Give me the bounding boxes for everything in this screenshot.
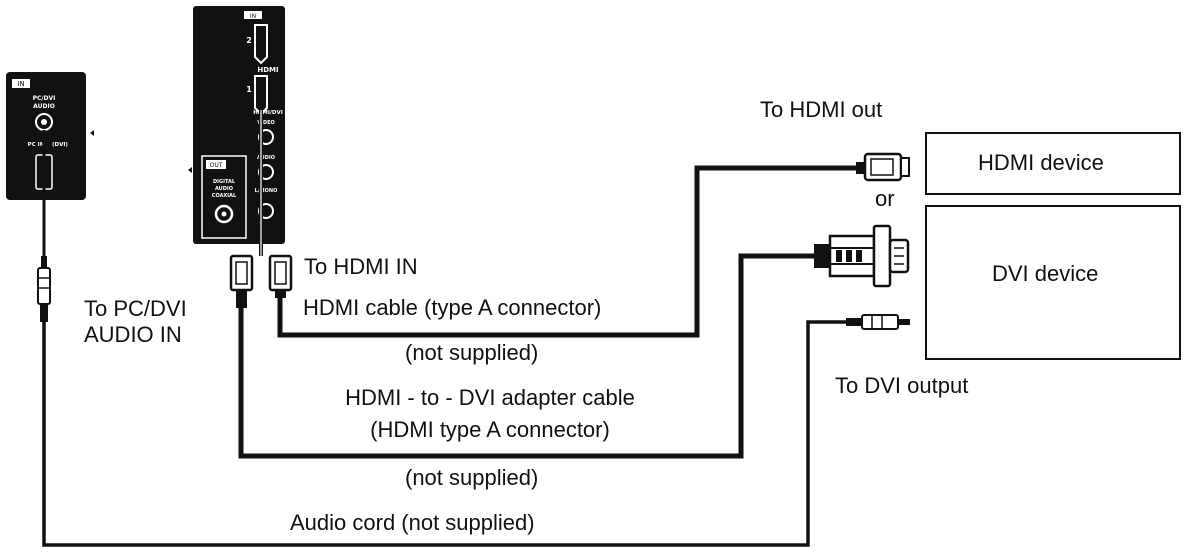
coaxial-label: COAXIAL bbox=[212, 193, 237, 199]
hdmi-plug-out-icon bbox=[856, 152, 910, 182]
hdmi-port-2-icon bbox=[254, 24, 268, 65]
port-1-number: 1 bbox=[246, 85, 252, 94]
video-label: VIDEO bbox=[257, 120, 275, 126]
audio-plug-left-icon bbox=[37, 256, 51, 322]
hdmi-logo: HDMI bbox=[257, 66, 278, 74]
panel-left-badge: IN bbox=[17, 80, 24, 88]
panel-badge-in: IN bbox=[250, 13, 256, 20]
hdmi-dvi-adapter-cable bbox=[238, 253, 818, 459]
dvi-plug-icon bbox=[814, 224, 910, 288]
pc-dvi-audio-in-label-1: To PC/DVI bbox=[84, 296, 187, 321]
hdmi-device-label: HDMI device bbox=[978, 150, 1104, 175]
audio-label: AUDIO bbox=[257, 155, 275, 161]
panel-left-line2: AUDIO bbox=[33, 103, 55, 110]
hdmi-port-1-icon bbox=[254, 75, 268, 116]
hdmi-plug-adapter-icon bbox=[229, 254, 254, 308]
or-label: or bbox=[875, 186, 895, 211]
panel-badge-out: OUT bbox=[210, 162, 223, 169]
to-hdmi-in-label: To HDMI IN bbox=[304, 254, 418, 279]
panel-left-line3: PC IN bbox=[28, 142, 45, 148]
hdmi-dvi-label: HDMI/DVI bbox=[253, 110, 283, 116]
audio-cord-label: Audio cord (not supplied) bbox=[290, 510, 535, 535]
dvi-device-box bbox=[925, 205, 1181, 360]
tv-back-panel: IN 2 HDMI 1 HDMI/DVI VIDEO AUDIO L/MONO … bbox=[188, 6, 285, 244]
audio-cord bbox=[42, 320, 848, 547]
to-hdmi-out-label: To HDMI out bbox=[760, 97, 883, 122]
audio-out-label: AUDIO bbox=[215, 186, 233, 192]
to-dvi-output-label: To DVI output bbox=[835, 373, 969, 398]
cables bbox=[40, 110, 860, 549]
port-2-number: 2 bbox=[246, 36, 252, 45]
adapter-cable-label-2: (HDMI type A connector) bbox=[370, 417, 610, 442]
hdmi-cable bbox=[277, 165, 860, 338]
hdmi-cable-label: HDMI cable (type A connector) bbox=[303, 295, 602, 320]
audio-plug-right-icon bbox=[846, 314, 910, 330]
not-supplied-label-2: (not supplied) bbox=[405, 465, 539, 490]
hdmi-plug-in-icon bbox=[268, 254, 293, 298]
hdmi-device-box bbox=[925, 132, 1181, 195]
l-mono-label: L/MONO bbox=[255, 188, 278, 194]
panel-left-line4: (DVI) bbox=[52, 142, 68, 148]
adapter-cable-label-1: HDMI - to - DVI adapter cable bbox=[345, 385, 635, 410]
dvi-device-label: DVI device bbox=[992, 261, 1099, 286]
pc-dvi-audio-in-label-2: AUDIO IN bbox=[84, 322, 182, 347]
panel-left-line1: PC/DVI bbox=[33, 95, 56, 102]
pc-audio-panel: IN PC/DVI AUDIO PC IN (DVI) bbox=[6, 72, 94, 200]
not-supplied-label-1: (not supplied) bbox=[405, 340, 539, 365]
digital-label: DIGITAL bbox=[213, 179, 236, 185]
